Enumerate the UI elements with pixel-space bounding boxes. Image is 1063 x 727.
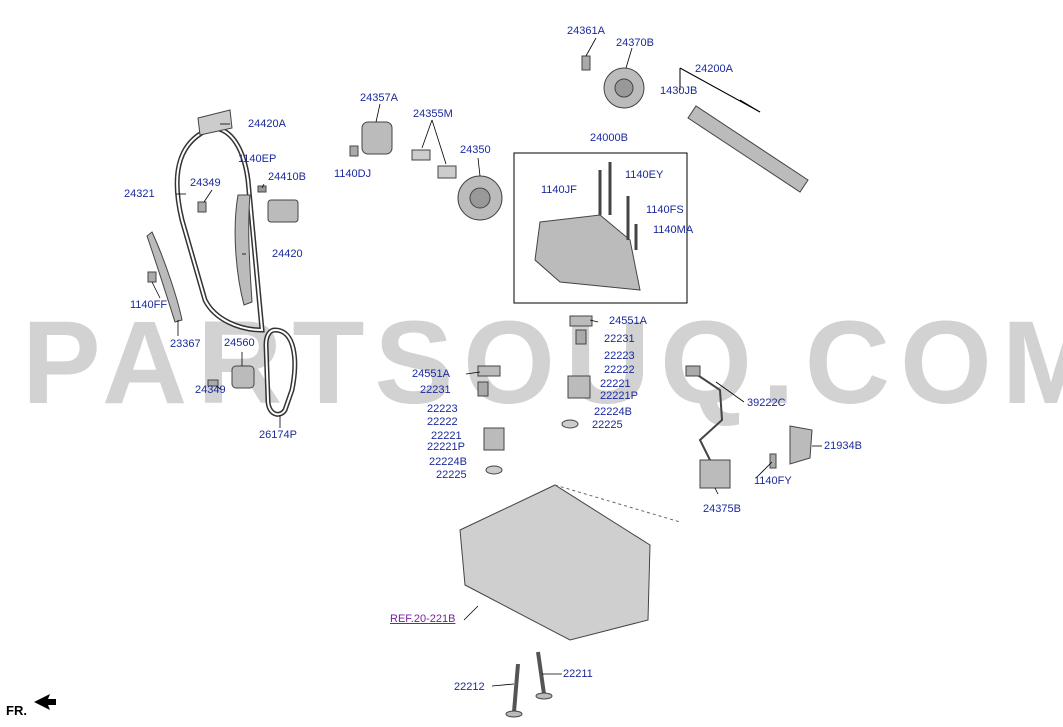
part-label-22222-right[interactable]: 22222 (604, 364, 635, 376)
watermark: PARTSOUQ.COM (22, 297, 1063, 429)
part-label-24420a[interactable]: 24420A (248, 118, 286, 130)
part-label-22221-right[interactable]: 22221 (600, 378, 631, 390)
part-label-24350[interactable]: 24350 (460, 144, 491, 156)
part-label-22222-left[interactable]: 22222 (427, 416, 458, 428)
bolt-24361a (581, 55, 591, 71)
cylinder-head (459, 484, 651, 641)
cam-position-sensor (699, 459, 731, 489)
assembly-box (513, 152, 688, 304)
chain-guide (234, 194, 253, 306)
part-label-22223-left[interactable]: 22223 (427, 403, 458, 415)
part-label-22225-left[interactable]: 22225 (436, 469, 467, 481)
exhaust-valve (536, 651, 546, 695)
part-label-24349-lower[interactable]: 24349 (195, 384, 226, 396)
part-label-24551a-left[interactable]: 24551A (412, 368, 450, 380)
valve-seal-left (485, 465, 503, 475)
part-label-24560[interactable]: 24560 (224, 337, 255, 349)
direction-label: FR. (6, 703, 27, 718)
spring-left (483, 427, 505, 451)
filter-24355m-2 (437, 165, 457, 179)
part-label-39222c[interactable]: 39222C (747, 397, 786, 409)
chain-guide-bracket (197, 109, 233, 136)
filter-24355m (411, 149, 431, 161)
part-label-22224b-left[interactable]: 22224B (429, 456, 467, 468)
part-label-1140ma[interactable]: 1140MA (653, 224, 694, 236)
part-label-22212[interactable]: 22212 (454, 681, 485, 693)
part-label-22224b-right[interactable]: 22224B (594, 406, 632, 418)
rocker-arm-left (477, 365, 501, 377)
part-label-24551a-right[interactable]: 24551A (609, 315, 647, 327)
part-label-24355m[interactable]: 24355M (413, 108, 453, 120)
bolt-1140dj (349, 145, 359, 157)
bolt-24349-upper (197, 201, 207, 213)
part-label-24321[interactable]: 24321 (124, 188, 155, 200)
oil-control-valve (361, 121, 393, 155)
lash-adjuster-right (575, 329, 587, 345)
cover-21934b (789, 425, 813, 465)
part-label-24000b[interactable]: 24000B (590, 132, 628, 144)
bolt-1140fy (769, 453, 777, 469)
part-label-1140dj[interactable]: 1140DJ (334, 168, 372, 180)
part-label-1140ey[interactable]: 1140EY (625, 169, 664, 181)
part-label-1140jf[interactable]: 1140JF (541, 184, 577, 196)
intake-valve (512, 663, 520, 713)
part-label-1140ff[interactable]: 1140FF (130, 299, 168, 311)
part-label-24361a[interactable]: 24361A (567, 25, 605, 37)
cam-position-sensor-wire (689, 369, 724, 461)
lash-adjuster-left (477, 381, 489, 397)
part-label-21934b[interactable]: 21934B (824, 440, 862, 452)
part-label-22231-right[interactable]: 22231 (604, 333, 635, 345)
bolt-1140ff (147, 271, 157, 283)
part-label-24410b[interactable]: 24410B (268, 171, 306, 183)
part-label-26174p[interactable]: 26174P (259, 429, 297, 441)
rocker-arm-right (569, 315, 593, 327)
part-label-22225-right[interactable]: 22225 (592, 419, 623, 431)
part-label-22223-right[interactable]: 22223 (604, 350, 635, 362)
reference-link[interactable]: REF.20-221B (390, 613, 456, 625)
spring-right (567, 375, 591, 399)
part-label-22221p-left[interactable]: 22221P (427, 441, 465, 453)
part-label-24420[interactable]: 24420 (272, 248, 303, 260)
part-label-24200a[interactable]: 24200A (695, 63, 733, 75)
part-label-22221p-right[interactable]: 22221P (600, 390, 638, 402)
part-label-22211[interactable]: 22211 (563, 668, 593, 680)
direction-arrow-icon (34, 694, 56, 710)
part-label-24357a[interactable]: 24357A (360, 92, 398, 104)
tensioner-24560 (231, 365, 255, 389)
part-label-23367[interactable]: 23367 (170, 338, 201, 350)
part-label-1140ep[interactable]: 1140EP (238, 153, 277, 165)
part-label-1430jb[interactable]: 1430JB (660, 85, 698, 97)
camshaft (687, 105, 809, 193)
tensioner-arm (146, 231, 183, 323)
bolt-24349-lower (207, 379, 219, 387)
sensor-connector (685, 365, 701, 377)
chain-tensioner (267, 199, 299, 223)
part-label-24349-upper[interactable]: 24349 (190, 177, 221, 189)
part-label-1140fy[interactable]: 1140FY (754, 475, 792, 487)
valve-seal-right (561, 419, 579, 429)
part-label-1140fs[interactable]: 1140FS (646, 204, 684, 216)
part-label-22231-left[interactable]: 22231 (420, 384, 451, 396)
camshaft-carrier (534, 214, 641, 291)
part-label-24375b[interactable]: 24375B (703, 503, 741, 515)
bolt-1140ep (257, 185, 267, 193)
part-label-22221-left[interactable]: 22221 (431, 430, 462, 442)
part-label-24370b[interactable]: 24370B (616, 37, 654, 49)
